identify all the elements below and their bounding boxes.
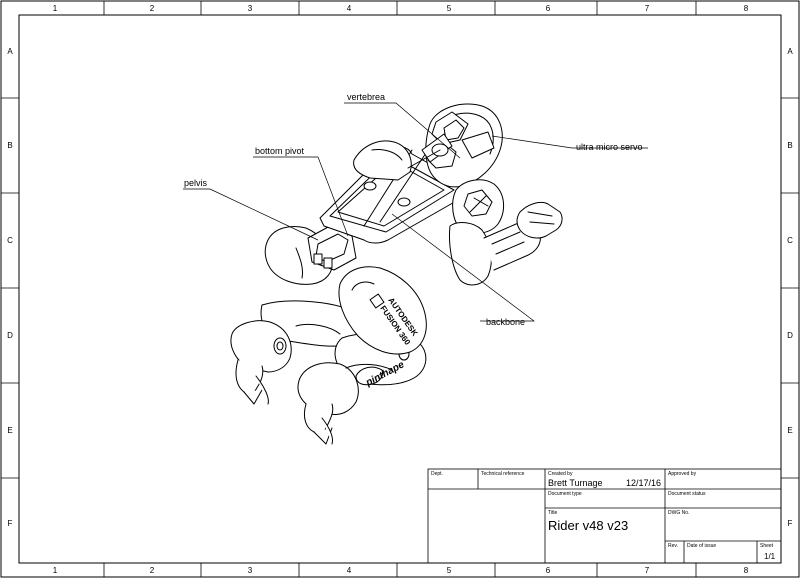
col-label-bottom-1: 1 — [53, 566, 58, 575]
date-issue-label: Date of issue — [687, 543, 716, 549]
row-label-left-d: D — [7, 331, 13, 340]
created-by-value: Brett Turnage — [548, 478, 603, 488]
row-label-right-e: E — [787, 426, 792, 435]
col-label-top-5: 5 — [447, 4, 452, 13]
sheet-value: 1/1 — [764, 552, 776, 561]
leader-ultra-micro-servo — [491, 135, 648, 149]
col-label-top-8: 8 — [744, 4, 749, 13]
leader-pelvis — [183, 188, 319, 241]
col-label-bottom-7: 7 — [645, 566, 650, 575]
approved-by-label: Approved by — [668, 471, 697, 477]
created-by-label: Created by — [548, 471, 573, 477]
row-labels: A B C D E F A B C D E F — [7, 47, 793, 528]
title-block-labels: Dept. Technical reference Created by App… — [431, 471, 774, 549]
robot-drawing — [230, 103, 563, 445]
row-label-left-e: E — [7, 426, 12, 435]
row-label-right-a: A — [787, 47, 793, 56]
col-label-top-4: 4 — [347, 4, 352, 13]
row-label-left-f: F — [8, 519, 13, 528]
leader-vertebrea — [344, 102, 461, 159]
column-labels: 1 2 3 4 5 6 7 8 1 2 3 4 5 6 7 8 — [53, 4, 749, 575]
hip-thighs — [264, 226, 427, 355]
row-label-right-c: C — [787, 236, 793, 245]
callout-bottom-pivot: bottom pivot — [255, 146, 305, 156]
leader-bottom-pivot — [253, 156, 349, 237]
rev-label: Rev. — [668, 543, 678, 549]
inner-border — [18, 14, 782, 564]
row-label-left-c: C — [7, 236, 13, 245]
col-label-top-3: 3 — [248, 4, 253, 13]
callout-labels: vertebrea bottom pivot pelvis ultra micr… — [184, 92, 643, 327]
left-leg — [230, 300, 365, 405]
col-label-bottom-6: 6 — [546, 566, 551, 575]
col-label-bottom-2: 2 — [150, 566, 155, 575]
row-label-right-d: D — [787, 331, 793, 340]
col-label-top-2: 2 — [150, 4, 155, 13]
doc-status-label: Document status — [668, 491, 706, 497]
callout-vertebrea: vertebrea — [347, 92, 385, 102]
callout-backbone: backbone — [486, 317, 525, 327]
col-label-top-1: 1 — [53, 4, 58, 13]
col-label-bottom-5: 5 — [447, 566, 452, 575]
leader-backbone — [391, 213, 536, 322]
leader-lines — [183, 102, 648, 322]
column-ticks — [103, 1, 697, 577]
dept-label: Dept. — [431, 471, 443, 477]
autodesk-logo-icon — [369, 293, 385, 309]
pinthape-logo-icon — [355, 366, 383, 386]
drawing-title: Rider v48 v23 — [548, 518, 628, 533]
col-label-bottom-4: 4 — [347, 566, 352, 575]
left-arm — [353, 140, 412, 181]
title-block-values: Brett Turnage 12/17/16 Rider v48 v23 1/1 — [548, 478, 776, 561]
col-label-bottom-8: 8 — [744, 566, 749, 575]
row-label-left-a: A — [7, 47, 13, 56]
tech-ref-label: Technical reference — [481, 471, 525, 477]
row-label-left-b: B — [7, 141, 12, 150]
row-label-right-b: B — [787, 141, 792, 150]
callout-pelvis: pelvis — [184, 178, 208, 188]
col-label-top-6: 6 — [546, 4, 551, 13]
col-label-top-7: 7 — [645, 4, 650, 13]
title-block-frame — [427, 468, 782, 564]
title-label: Title — [548, 510, 557, 516]
callout-ultra-micro-servo: ultra micro servo — [576, 142, 643, 152]
row-label-right-f: F — [788, 519, 793, 528]
neck — [407, 133, 453, 169]
title-block — [427, 468, 782, 564]
sheet-label: Sheet — [760, 543, 774, 549]
dwg-no-label: DWG No. — [668, 510, 689, 516]
right-arm — [449, 179, 563, 286]
doc-type-label: Document type — [548, 491, 582, 497]
row-ticks — [1, 97, 799, 479]
created-date-value: 12/17/16 — [626, 478, 661, 488]
col-label-bottom-3: 3 — [248, 566, 253, 575]
